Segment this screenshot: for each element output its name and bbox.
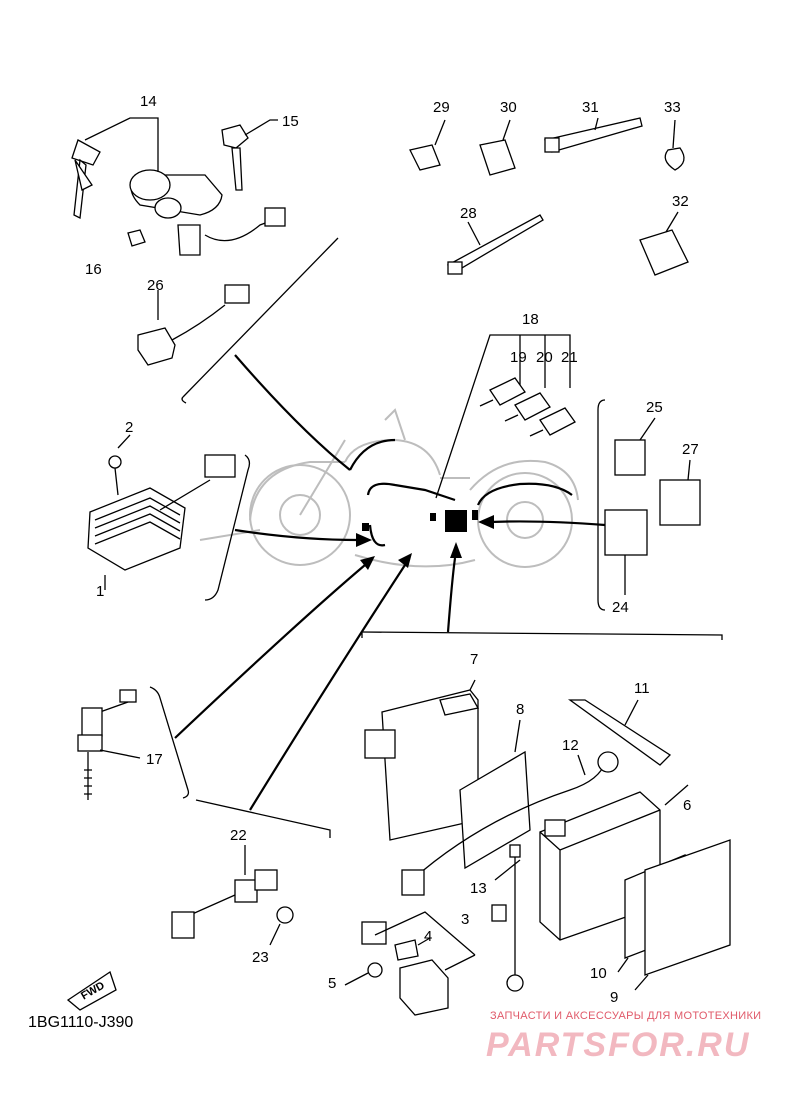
label-27: 27 bbox=[682, 441, 699, 458]
leader-lines bbox=[174, 334, 606, 811]
diagram-code: 1BG1110-J390 bbox=[28, 1014, 134, 1031]
label-2: 2 bbox=[125, 419, 133, 436]
label-18: 18 bbox=[522, 311, 539, 328]
label-21: 21 bbox=[561, 349, 578, 366]
relays bbox=[604, 417, 701, 595]
label-17: 17 bbox=[146, 751, 163, 768]
label-7: 7 bbox=[470, 651, 478, 668]
label-4: 4 bbox=[424, 928, 432, 945]
label-23: 23 bbox=[252, 949, 269, 966]
label-29: 29 bbox=[433, 99, 450, 116]
label-30: 30 bbox=[500, 99, 517, 116]
label-1: 1 bbox=[96, 583, 104, 600]
callout-numbers: 1 2 3 4 5 6 7 8 9 10 11 12 13 14 15 16 1… bbox=[85, 93, 699, 1006]
watermark-caption: ЗАПЧАСТИ И АКСЕССУАРЫ ДЛЯ МОТОТЕХНИКИ bbox=[490, 1010, 762, 1022]
label-9: 9 bbox=[610, 989, 618, 1006]
label-26: 26 bbox=[147, 277, 164, 294]
fwd-arrow-icon: FWD bbox=[66, 970, 117, 1011]
cable-ties-and-clamps bbox=[409, 117, 689, 276]
rectifier-regulator bbox=[87, 434, 236, 590]
neutral-switch bbox=[171, 845, 294, 946]
group-brackets bbox=[149, 237, 723, 838]
label-25: 25 bbox=[646, 399, 663, 416]
speed-sensor bbox=[77, 689, 141, 800]
starter-relay bbox=[344, 911, 476, 1016]
label-3: 3 bbox=[461, 911, 469, 928]
label-19: 19 bbox=[510, 349, 527, 366]
label-5: 5 bbox=[328, 975, 336, 992]
wire-harness bbox=[349, 438, 573, 547]
label-12: 12 bbox=[562, 737, 579, 754]
fuse-set bbox=[479, 377, 576, 437]
label-32: 32 bbox=[672, 193, 689, 210]
key bbox=[221, 119, 278, 191]
label-6: 6 bbox=[683, 797, 691, 814]
relay-harness bbox=[137, 284, 250, 366]
battery-group bbox=[364, 679, 731, 992]
label-31: 31 bbox=[582, 99, 599, 116]
label-20: 20 bbox=[536, 349, 553, 366]
label-16: 16 bbox=[85, 261, 102, 278]
label-14: 14 bbox=[140, 93, 157, 110]
label-22: 22 bbox=[230, 827, 247, 844]
label-24: 24 bbox=[612, 599, 629, 616]
ignition-switch bbox=[71, 117, 286, 256]
label-11: 11 bbox=[634, 680, 650, 697]
label-13: 13 bbox=[470, 880, 487, 897]
label-28: 28 bbox=[460, 205, 477, 222]
label-8: 8 bbox=[516, 701, 524, 718]
motorcycle-silhouette bbox=[199, 408, 579, 568]
label-15: 15 bbox=[282, 113, 299, 130]
watermark-logo: PARTSFOR.RU bbox=[486, 1026, 751, 1064]
label-33: 33 bbox=[664, 99, 681, 116]
label-10: 10 bbox=[590, 965, 607, 982]
